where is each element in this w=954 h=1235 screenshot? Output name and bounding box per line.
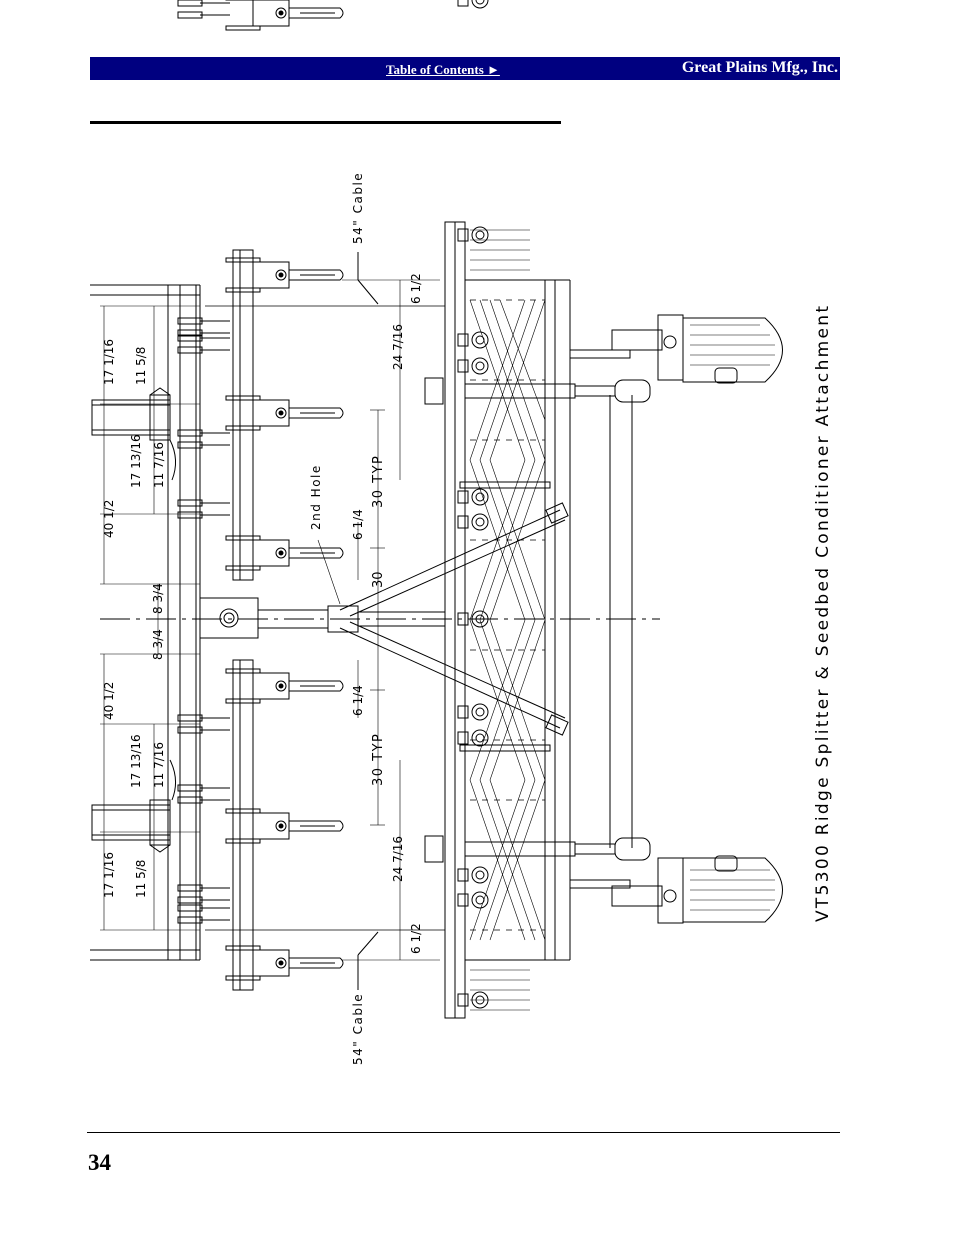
typ-label-top: 30 TYP bbox=[371, 455, 386, 508]
drawing-labels: VT5300 Ridge Splitter & Seedbed Conditio… bbox=[102, 172, 833, 1065]
dim-left-bottom-4: 17 1/16 bbox=[102, 852, 116, 898]
dim-left-top-2: 17 13/16 bbox=[129, 434, 143, 488]
dim-left-top-0: 17 1/16 bbox=[102, 339, 116, 385]
dimension-lines bbox=[100, 279, 440, 961]
dim-left-bottom-1: 40 1/2 bbox=[102, 682, 116, 720]
dim-right-top-0: 6 1/2 bbox=[409, 273, 423, 304]
dim-right-top-2: 6 1/4 bbox=[351, 509, 365, 540]
dim-left-bottom-3: 11 7/16 bbox=[152, 742, 166, 788]
dim-left-bottom-2: 17 13/16 bbox=[129, 734, 143, 788]
gauge-wheels bbox=[569, 314, 783, 924]
second-hole-label: 2nd Hole bbox=[309, 464, 323, 530]
footer-rule bbox=[87, 1132, 840, 1133]
dim-right-top-1: 24 7/16 bbox=[391, 324, 405, 370]
section-title-rule bbox=[90, 121, 561, 124]
dim-right-bottom-1: 24 7/16 bbox=[391, 836, 405, 882]
typ-label-bottom: 30 TYP bbox=[371, 733, 386, 786]
dim-left-top-1: 11 5/8 bbox=[134, 347, 148, 385]
center-30-label: 30 bbox=[371, 571, 386, 588]
page-number: 34 bbox=[88, 1150, 111, 1175]
table-of-contents-link[interactable]: Table of Contents ► bbox=[386, 62, 500, 77]
dim-left-top-4: 40 1/2 bbox=[102, 500, 116, 538]
cable-label-top: 54" Cable bbox=[351, 172, 365, 244]
dim-right-bottom-0: 6 1/4 bbox=[351, 685, 365, 716]
cables bbox=[205, 252, 445, 990]
drawing-title: VT5300 Ridge Splitter & Seedbed Conditio… bbox=[813, 304, 833, 922]
ridge-splitter-bars bbox=[225, 0, 344, 991]
dim-left-bottom-5: 11 5/8 bbox=[134, 860, 148, 898]
dim-left-top-5: 8 3/4 bbox=[151, 583, 165, 614]
dim-left-bottom-0: 8 3/4 bbox=[151, 629, 165, 660]
center-hitch bbox=[100, 597, 660, 639]
hydraulic-cylinders bbox=[424, 377, 651, 863]
dim-left-top-3: 11 7/16 bbox=[152, 442, 166, 488]
header-bar: Table of Contents ► Great Plains Mfg., I… bbox=[90, 57, 840, 80]
diagonal-braces bbox=[339, 502, 569, 736]
toolbar-clamps bbox=[177, 0, 231, 924]
cable-label-bottom: 54" Cable bbox=[351, 993, 365, 1065]
dim-right-bottom-2: 6 1/2 bbox=[409, 923, 423, 954]
conditioner-frame bbox=[444, 0, 633, 1019]
company-name: Great Plains Mfg., Inc. bbox=[681, 59, 838, 76]
